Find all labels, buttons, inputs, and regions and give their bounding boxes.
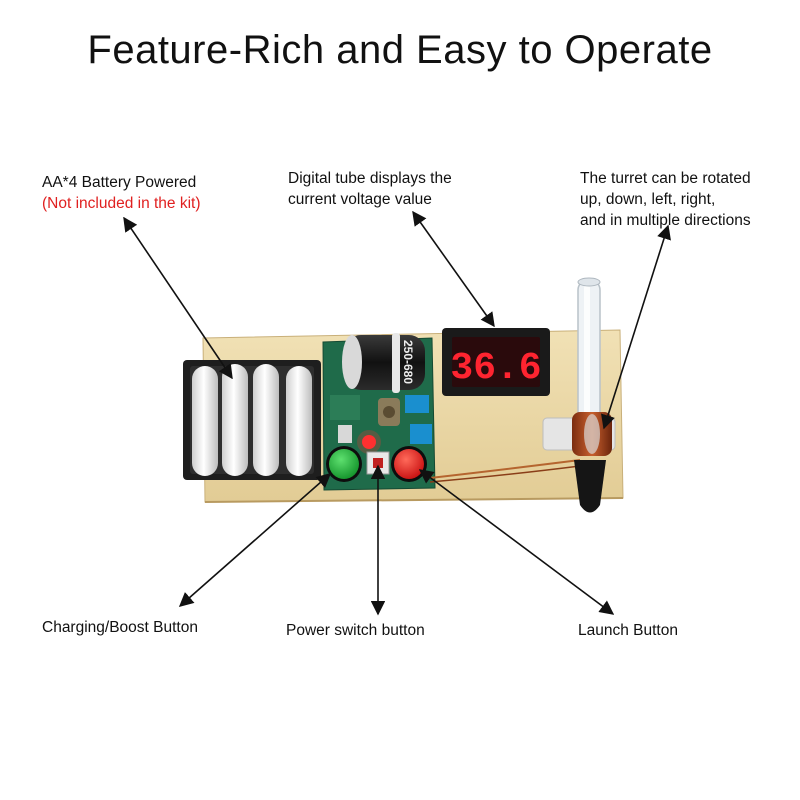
battery-callout: AA*4 Battery Powered (Not included in th… xyxy=(42,172,201,214)
battery-callout-note: (Not included in the kit) xyxy=(42,195,201,212)
capacitor: 250-680 xyxy=(342,333,425,393)
display-callout-line2: current voltage value xyxy=(288,191,432,208)
battery-cell xyxy=(222,364,248,476)
display-arrow xyxy=(412,210,495,328)
callout-arrows xyxy=(123,210,671,616)
battery-holder xyxy=(183,360,321,480)
capacitor-label: 250-680 xyxy=(401,340,415,384)
turret-arrow xyxy=(601,224,671,430)
display-callout: Digital tube displays the current voltag… xyxy=(288,168,452,210)
launch-callout: Launch Button xyxy=(578,622,678,639)
turret-foot xyxy=(574,460,606,513)
turret-callout: The turret can be rotated up, down, left… xyxy=(580,168,751,231)
power-callout: Power switch button xyxy=(286,622,425,639)
charging-callout: Charging/Boost Button xyxy=(42,619,198,636)
turret-callout-line2: up, down, left, right, xyxy=(580,191,716,208)
terminal-block xyxy=(410,424,432,444)
battery-cell xyxy=(192,366,218,476)
power-led xyxy=(362,435,376,449)
voltmeter-display: 36.6 xyxy=(442,328,550,396)
charging-arrow xyxy=(178,473,332,607)
battery-cell xyxy=(253,364,279,476)
voltage-reading: 36.6 xyxy=(450,347,541,390)
battery-callout-line1: AA*4 Battery Powered xyxy=(42,174,197,191)
terminal-block xyxy=(405,395,429,413)
launch-arrow xyxy=(418,469,615,615)
turret-callout-line1: The turret can be rotated xyxy=(580,170,751,187)
page-title: Feature-Rich and Easy to Operate xyxy=(87,28,713,72)
display-callout-line1: Digital tube displays the xyxy=(288,170,452,187)
launch-button[interactable] xyxy=(391,446,427,482)
battery-cell xyxy=(286,366,312,476)
charging-boost-button[interactable] xyxy=(326,446,362,482)
battery-arrow xyxy=(123,216,233,380)
